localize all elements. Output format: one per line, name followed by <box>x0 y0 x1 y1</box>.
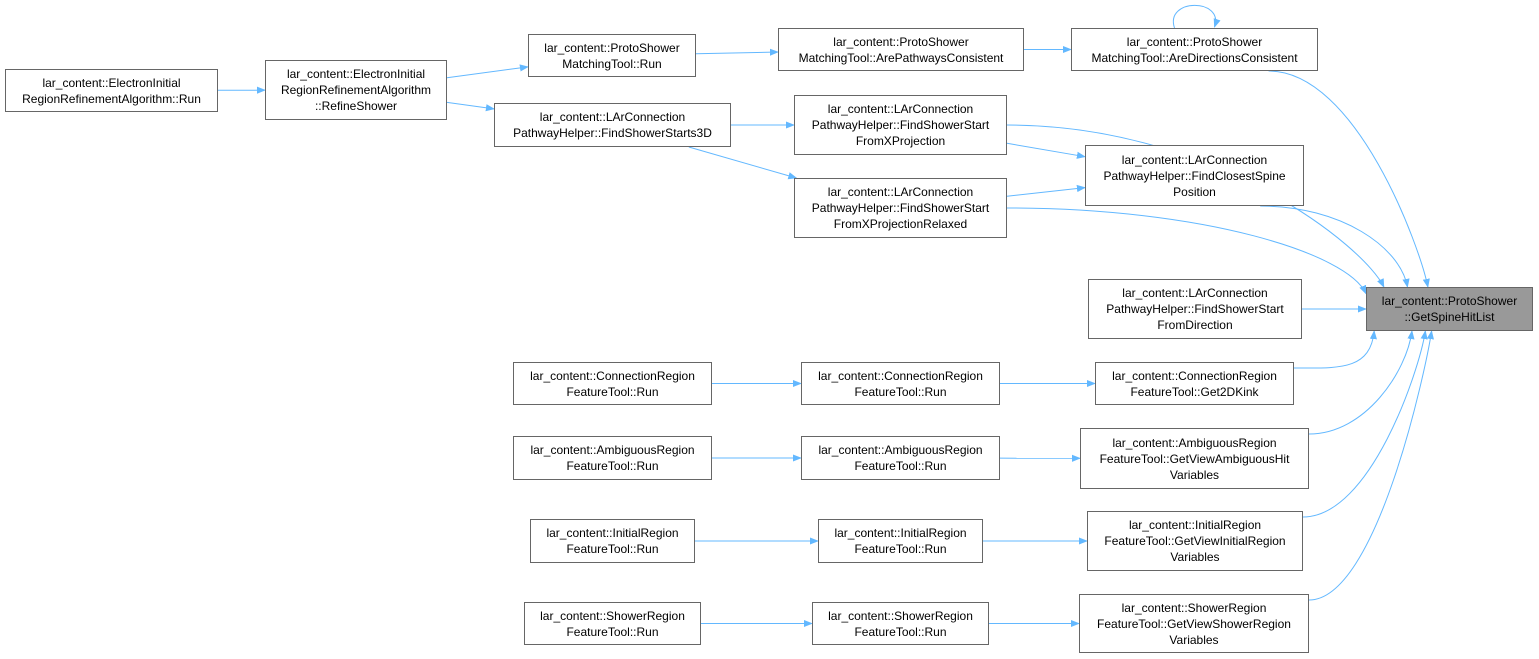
node-proto-shower-matching-run[interactable]: lar_content::ProtoShower MatchingTool::R… <box>528 34 696 77</box>
node-shower-region-get-view-shower-region-variables[interactable]: lar_content::ShowerRegion FeatureTool::G… <box>1079 594 1309 653</box>
node-label-line: lar_content::ProtoShower <box>833 34 969 49</box>
node-label-line: lar_content::AmbiguousRegion <box>530 443 695 457</box>
node-label-line: lar_content::ElectronInitial <box>42 75 181 90</box>
node-ambiguous-region-get-view-ambiguous-hit-variables[interactable]: lar_content::AmbiguousRegion FeatureTool… <box>1080 428 1309 489</box>
node-label-line: MatchingTool::ArePathwaysConsistent <box>798 50 1004 65</box>
node-label-line: lar_content::LArConnection <box>827 102 974 116</box>
node-larconnection-find-shower-start-from-x-projection[interactable]: lar_content::LArConnection PathwayHelper… <box>794 95 1007 155</box>
call-edge-arf_vars-to-root <box>1308 330 1415 435</box>
node-label-line: lar_content::AmbiguousRegion <box>1112 435 1277 450</box>
node-initial-region-feature-run[interactable]: lar_content::InitialRegion FeatureTool::… <box>818 519 983 563</box>
node-proto-shower-are-pathways-consistent[interactable]: lar_content::ProtoShower MatchingTool::A… <box>778 28 1024 71</box>
node-label-line: FeatureTool::Run <box>854 624 947 639</box>
node-label-line: RegionRefinementAlgorithm::Run <box>22 91 201 106</box>
call-edge-psm_run-to-psm_pathways <box>695 48 779 56</box>
node-label-line: FeatureTool::GetViewAmbiguousHit <box>1099 451 1290 466</box>
call-edge-psm_dirs-to-psm_dirs <box>1172 4 1221 29</box>
node-electron-initial-region-refinement-run[interactable]: lar_content::ElectronInitial RegionRefin… <box>5 69 218 112</box>
node-label-line: FeatureTool::Run <box>854 542 947 556</box>
call-edge-lpc_starts3d-to-lpc_fromxr <box>688 146 798 180</box>
call-edge-irf_vars-to-root <box>1302 330 1428 518</box>
node-label-line: lar_content::ElectronInitial <box>286 67 426 81</box>
node-label-line: PathwayHelper::FindClosestSpine <box>1103 168 1286 183</box>
node-proto-shower-are-directions-consistent[interactable]: lar_content::ProtoShower MatchingTool::A… <box>1071 28 1318 71</box>
node-label-line: FeatureTool::Run <box>566 542 659 556</box>
call-edge-eira_refine-to-lpc_starts3d <box>446 101 495 112</box>
node-ambiguous-region-feature-run[interactable]: lar_content::AmbiguousRegion FeatureTool… <box>801 436 1000 480</box>
node-connection-region-feature-run-caller[interactable]: lar_content::ConnectionRegion FeatureToo… <box>513 362 712 405</box>
call-edge-srf_vars-to-root <box>1308 330 1434 601</box>
node-ambiguous-region-feature-run-caller[interactable]: lar_content::AmbiguousRegion FeatureTool… <box>513 436 712 480</box>
node-label-line: Variables <box>1170 550 1220 564</box>
node-label-line: FromXProjection <box>855 134 946 148</box>
node-label-line: lar_content::ProtoShower <box>1381 294 1518 308</box>
node-label-line: PathwayHelper::FindShowerStarts3D <box>513 126 712 140</box>
node-label-line: lar_content::LArConnection <box>539 110 686 124</box>
call-edge-eira_refine-to-psm_run <box>446 64 529 79</box>
node-label-line: Variables <box>1169 467 1220 482</box>
node-larconnection-find-shower-start-from-direction[interactable]: lar_content::LArConnection PathwayHelper… <box>1088 279 1302 339</box>
node-label-line: ::GetSpineHitList <box>1404 310 1495 324</box>
node-initial-region-feature-run-caller[interactable]: lar_content::InitialRegion FeatureTool::… <box>530 519 695 563</box>
node-label-line: FeatureTool::GetViewShowerRegion <box>1097 616 1291 631</box>
node-connection-region-feature-run[interactable]: lar_content::ConnectionRegion FeatureToo… <box>801 362 1000 405</box>
node-label-line: lar_content::InitialRegion <box>1128 518 1262 532</box>
node-label-line: PathwayHelper::FindShowerStart <box>1106 302 1284 316</box>
node-label-line: PathwayHelper::FindShowerStart <box>811 118 990 132</box>
node-label-line: FromDirection <box>1157 318 1233 332</box>
node-label-line: lar_content::ConnectionRegion <box>530 368 695 383</box>
node-shower-region-feature-run[interactable]: lar_content::ShowerRegion FeatureTool::R… <box>812 602 989 645</box>
node-label-line: FeatureTool::GetViewInitialRegion <box>1104 534 1286 548</box>
call-edge-crf_kink-to-root <box>1293 330 1377 369</box>
node-label-line: lar_content::LArConnection <box>827 185 974 199</box>
node-shower-region-feature-run-caller[interactable]: lar_content::ShowerRegion FeatureTool::R… <box>524 602 701 645</box>
call-edge-lpc_spine-to-root <box>1260 205 1410 288</box>
node-label-line: PathwayHelper::FindShowerStart <box>811 201 990 215</box>
node-larconnection-find-shower-starts-3d[interactable]: lar_content::LArConnection PathwayHelper… <box>494 103 731 147</box>
node-label-line: lar_content::ShowerRegion <box>828 608 973 623</box>
node-label-line: FeatureTool::Run <box>854 384 947 399</box>
node-label-line: Variables <box>1169 632 1219 647</box>
node-label-line: FromXProjectionRelaxed <box>833 217 968 231</box>
node-label-line: lar_content::ConnectionRegion <box>818 368 983 383</box>
node-label-line: MatchingTool::Run <box>562 56 662 71</box>
call-edge-lpc_fromx-to-lpc_spine <box>1006 142 1086 159</box>
node-label-line: lar_content::LArConnection <box>1121 152 1268 167</box>
node-label-line: FeatureTool::Run <box>566 459 659 473</box>
node-label-line: lar_content::ProtoShower <box>1126 34 1263 49</box>
node-label-line: FeatureTool::Run <box>566 624 659 639</box>
call-edge-psm_dirs-to-root <box>1268 70 1430 288</box>
node-label-line: MatchingTool::AreDirectionsConsistent <box>1091 50 1298 65</box>
node-connection-region-get-2d-kink[interactable]: lar_content::ConnectionRegion FeatureToo… <box>1095 362 1294 405</box>
node-label-line: FeatureTool::Run <box>854 459 947 473</box>
node-label-line: ::RefineShower <box>314 99 398 113</box>
node-label-line: lar_content::AmbiguousRegion <box>818 443 983 457</box>
node-label-line: lar_content::ShowerRegion <box>540 608 685 623</box>
call-edge-lpc_fromxr-to-root <box>1006 207 1367 295</box>
node-label-line: FeatureTool::Get2DKink <box>1130 384 1259 399</box>
node-electron-initial-region-refine-shower[interactable]: lar_content::ElectronInitial RegionRefin… <box>265 60 447 120</box>
node-proto-shower-get-spine-hit-list[interactable]: lar_content::ProtoShower ::GetSpineHitLi… <box>1366 287 1533 331</box>
node-label-line: lar_content::ShowerRegion <box>1121 600 1267 615</box>
node-label-line: lar_content::LArConnection <box>1122 286 1268 300</box>
node-label-line: RegionRefinementAlgorithm <box>280 83 432 97</box>
node-label-line: lar_content::InitialRegion <box>834 526 967 540</box>
node-larconnection-find-shower-start-from-x-projection-relaxed[interactable]: lar_content::LArConnection PathwayHelper… <box>794 178 1007 238</box>
call-edge-lpc_fromxr-to-lpc_spine <box>1006 184 1086 197</box>
node-larconnection-find-closest-spine-position[interactable]: lar_content::LArConnection PathwayHelper… <box>1085 145 1304 206</box>
node-label-line: Position <box>1173 184 1216 199</box>
node-initial-region-get-view-initial-region-variables[interactable]: lar_content::InitialRegion FeatureTool::… <box>1087 511 1303 571</box>
node-label-line: lar_content::InitialRegion <box>546 526 679 540</box>
node-label-line: lar_content::ProtoShower <box>544 40 680 55</box>
node-label-line: FeatureTool::Run <box>566 384 659 399</box>
node-label-line: lar_content::ConnectionRegion <box>1112 368 1277 383</box>
